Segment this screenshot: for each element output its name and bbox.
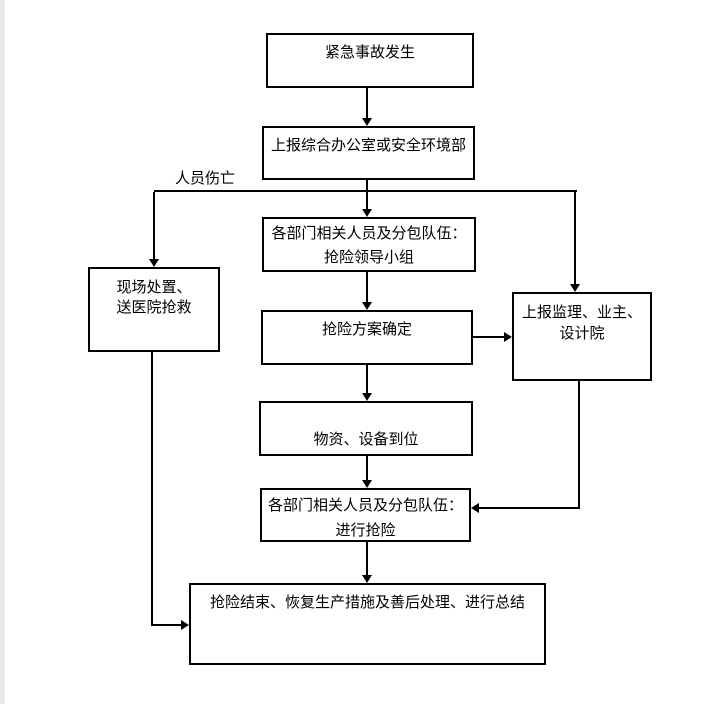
- node-emergency-occurs: 紧急事故发生: [266, 33, 474, 88]
- connector-start-report: [366, 88, 368, 119]
- node-label: 抢险方案确定: [321, 321, 412, 338]
- arrowhead-down-icon: [362, 302, 372, 310]
- connector-material-rescue: [366, 456, 368, 481]
- connector-branch-onsite: [153, 192, 155, 261]
- connector-branch-notify: [574, 192, 576, 286]
- connector-plan-material: [366, 365, 368, 394]
- node-label-line1: 现场处置、: [116, 279, 192, 296]
- node-label-line1: 各部门相关人员及分包队伍：: [267, 497, 463, 514]
- connector-notify-rescue-vertical: [578, 381, 580, 509]
- node-rescue-leading-group: 各部门相关人员及分包队伍： 抢险领导小组: [262, 217, 476, 272]
- arrowhead-down-icon: [362, 393, 372, 401]
- node-materials-equipment-ready: 物资、设备到位: [259, 401, 473, 456]
- node-onsite-disposal-hospital: 现场处置、 送医院抢救: [88, 267, 220, 352]
- page-edge-strip: [0, 0, 5, 704]
- arrowhead-down-icon: [362, 209, 372, 217]
- arrowhead-down-icon: [362, 575, 372, 583]
- node-label: 物资、设备到位: [313, 431, 419, 448]
- node-rescue-plan: 抢险方案确定: [261, 310, 473, 365]
- node-label: 紧急事故发生: [324, 44, 415, 61]
- node-label-line1: 各部门相关人员及分包队伍：: [271, 225, 467, 242]
- node-label-line2: 送医院抢救: [116, 299, 192, 316]
- connector-leadgrp-plan: [366, 272, 368, 303]
- node-notify-supervisor-owner-designer: 上报监理、业主、 设计院: [512, 292, 652, 381]
- node-label-line2: 进行抢险: [335, 522, 396, 539]
- connector-onsite-summary-horizontal: [151, 624, 182, 626]
- node-carry-out-rescue: 各部门相关人员及分包队伍： 进行抢险: [260, 488, 471, 542]
- connector-notify-rescue-horizontal: [479, 507, 580, 509]
- connector-plan-notify: [473, 336, 504, 338]
- node-label-line1: 上报监理、业主、: [521, 304, 642, 321]
- node-label: 上报综合办公室或安全环境部: [270, 137, 466, 154]
- node-label-line2: 抢险领导小组: [323, 249, 414, 266]
- connector-onsite-summary-vertical: [151, 352, 153, 626]
- connector-report-stub: [366, 180, 368, 192]
- arrowhead-down-icon: [149, 259, 159, 267]
- node-report-office: 上报综合办公室或安全环境部: [262, 126, 475, 180]
- arrowhead-left-icon: [471, 503, 479, 513]
- node-label-line2: 设计院: [559, 325, 605, 342]
- branch-label-casualty: 人员伤亡: [175, 170, 236, 187]
- arrowhead-right-icon: [504, 332, 512, 342]
- connector-branch-horizontal: [154, 190, 577, 192]
- arrowhead-down-icon: [362, 118, 372, 126]
- node-label: 抢险结束、恢复生产措施及善后处理、进行总结: [209, 594, 525, 611]
- connector-rescue-summary: [366, 542, 368, 576]
- arrowhead-down-icon: [362, 480, 372, 488]
- arrowhead-right-icon: [181, 620, 189, 630]
- connector-branch-leadgrp: [366, 192, 368, 211]
- node-summary-recovery: 抢险结束、恢复生产措施及善后处理、进行总结: [189, 583, 546, 665]
- arrowhead-down-icon: [570, 284, 580, 292]
